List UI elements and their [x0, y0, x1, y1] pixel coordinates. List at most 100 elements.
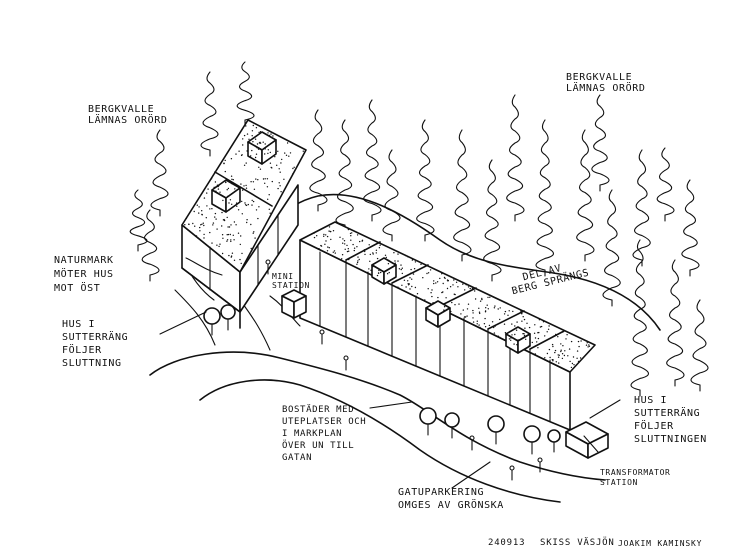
- stipple-dot: [441, 291, 443, 294]
- stipple-dot: [218, 245, 220, 248]
- stipple-dot: [361, 239, 364, 241]
- stipple-dot: [264, 178, 266, 180]
- stipple-dot: [528, 345, 530, 347]
- stipple-dot: [472, 312, 474, 314]
- stipple-dot: [353, 249, 355, 252]
- stipple-dot: [201, 223, 203, 225]
- stipple-dot: [573, 364, 575, 366]
- stipple-dot: [449, 286, 452, 288]
- stipple-dot: [385, 256, 387, 259]
- stipple-dot: [318, 248, 320, 250]
- stipple-dot: [478, 324, 480, 326]
- stipple-dot: [379, 242, 381, 245]
- stipple-dot: [542, 321, 545, 323]
- stipple-dot: [523, 318, 526, 321]
- stipple-dot: [455, 281, 458, 283]
- stipple-dot: [548, 348, 551, 351]
- people-figures: [265, 259, 543, 481]
- footer-author: JOAKIM KAMINSKY: [618, 539, 703, 548]
- stipple-dot: [227, 187, 230, 190]
- stipple-dot: [333, 250, 336, 252]
- stipple-dot: [251, 204, 253, 206]
- label-mini-station: MINI STATION: [272, 272, 310, 290]
- stipple-dot: [416, 293, 419, 295]
- stipple-dot: [445, 297, 447, 299]
- stipple-dot: [253, 188, 256, 190]
- stipple-dot: [226, 189, 228, 191]
- stipple-dot: [460, 313, 462, 315]
- stipple-dot: [344, 243, 346, 245]
- stipple-dot: [226, 234, 228, 236]
- stipple-dot: [250, 247, 252, 250]
- label-hus-sutterrang-left: HUS I SUTTERRÄNG FÖLJER SLUTTNING: [62, 319, 129, 369]
- stipple-dot: [410, 272, 412, 274]
- stipple-dot: [256, 147, 258, 149]
- stipple-dot: [237, 232, 240, 234]
- stipple-dot: [521, 320, 523, 322]
- stipple-dot: [356, 246, 358, 248]
- stipple-dot: [563, 354, 566, 357]
- stipple-dot: [258, 166, 260, 168]
- stipple-dot: [493, 332, 496, 334]
- stipple-dot: [380, 271, 382, 274]
- stipple-dot: [561, 357, 564, 360]
- stipple-dot: [251, 135, 253, 137]
- stipple-dot: [264, 153, 266, 155]
- stipple-dot: [528, 326, 531, 329]
- stipple-dot: [472, 309, 474, 312]
- stipple-dot: [505, 333, 507, 336]
- stipple-dot: [534, 353, 536, 355]
- tree-squiggle: [666, 259, 685, 381]
- tree-squiggle: [236, 61, 255, 121]
- stipple-dot: [269, 162, 272, 164]
- stipple-dot: [268, 208, 270, 210]
- stipple-dot: [289, 152, 292, 154]
- tree-squiggle: [630, 239, 650, 391]
- stipple-dot: [513, 343, 515, 345]
- stipple-dot: [193, 210, 195, 213]
- stipple-dot: [201, 210, 203, 212]
- stipple-dot: [536, 341, 538, 343]
- stipple-dot: [375, 249, 378, 251]
- stipple-dot: [246, 133, 249, 135]
- stipple-dot: [407, 256, 409, 258]
- stipple-dot: [454, 293, 456, 296]
- stipple-dot: [250, 155, 252, 157]
- label-hus-sutterrang-right: HUS I SUTTERRÄNG FÖLJER SLUTTNINGEN: [634, 395, 707, 445]
- stipple-dot: [546, 331, 548, 333]
- stipple-dot: [230, 224, 232, 226]
- stipple-dot: [578, 345, 580, 348]
- stipple-dot: [313, 232, 315, 234]
- stipple-dot: [499, 307, 501, 309]
- stipple-dot: [454, 304, 456, 306]
- stipple-dot: [370, 269, 372, 271]
- stipple-dot: [332, 251, 334, 253]
- stipple-dot: [484, 326, 487, 328]
- stipple-dot: [552, 335, 555, 337]
- stipple-dot: [257, 148, 260, 150]
- stipple-dot: [200, 224, 202, 226]
- stipple-dot: [348, 250, 350, 252]
- stipple-dot: [264, 143, 266, 145]
- stipple-dot: [378, 269, 380, 272]
- stipple-dot: [487, 308, 489, 310]
- stipple-dot: [411, 285, 413, 288]
- stipple-dot: [239, 258, 241, 261]
- stipple-dot: [241, 213, 243, 215]
- stipple-dot: [508, 335, 510, 337]
- stipple-dot: [538, 319, 541, 321]
- stipple-dot: [278, 168, 280, 170]
- stipple-dot: [233, 266, 235, 268]
- stipple-dot: [353, 247, 356, 249]
- stipple-dot: [579, 357, 582, 359]
- stipple-dot: [444, 277, 446, 280]
- stipple-dot: [242, 138, 244, 140]
- stipple-dot: [279, 171, 281, 173]
- stipple-dot: [236, 205, 238, 207]
- stipple-dot: [568, 348, 571, 350]
- stipple-dot: [257, 217, 259, 220]
- stipple-dot: [221, 234, 224, 236]
- stipple-dot: [223, 219, 226, 222]
- stipple-dot: [231, 178, 233, 180]
- stipple-dot: [572, 356, 575, 358]
